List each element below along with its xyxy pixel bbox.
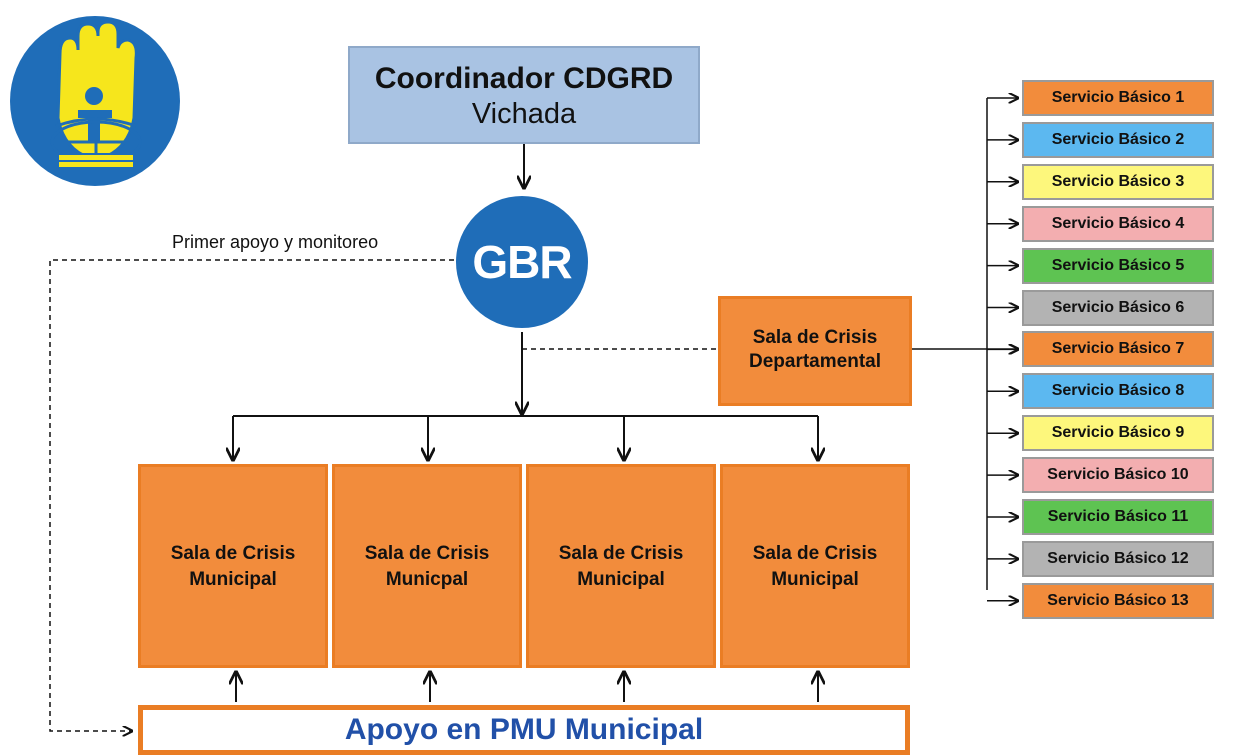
basic-service-box: Servicio Básico 11: [1022, 499, 1214, 535]
basic-service-box: Servicio Básico 9: [1022, 415, 1214, 452]
basic-service-box: Servicio Básico 3: [1022, 163, 1214, 200]
municipal-line1: Sala de Crisis: [170, 543, 296, 564]
basic-service-box: Servicio Básico 6: [1022, 289, 1214, 326]
monitoring-label: Primer apoyo y monitoreo: [172, 232, 379, 252]
municipal-line2: Municipal: [189, 569, 277, 590]
gbr-circle: GBR: [456, 196, 588, 328]
basic-service-box: Servicio Básico 4: [1022, 205, 1214, 242]
departmental-line2: Departamental: [749, 351, 881, 372]
dashed-monitoring-line: [49, 259, 454, 731]
municipal-line1: Sala de Crisis: [364, 543, 490, 564]
basic-service-box: Servicio Básico 13: [1022, 582, 1214, 619]
basic-service-box: Servicio Básico 12: [1022, 540, 1214, 577]
departmental-crisis-room: Sala de Crisis Departamental: [718, 296, 912, 406]
municipal-crisis-room: Sala de Crisis Municipal: [138, 464, 328, 668]
service-arrows: [987, 98, 1018, 601]
basic-service-box: Servicio Básico 7: [1022, 331, 1214, 368]
municipal-line2: Municpal: [385, 569, 469, 590]
municipal-crisis-room: Sala de Crisis Municipal: [526, 464, 716, 668]
basic-service-box: Servicio Básico 5: [1022, 247, 1214, 284]
coordinator-box: Coordinador CDGRD Vichada: [348, 46, 700, 144]
logo-icon: [10, 16, 180, 186]
basic-service-box: Servicio Básico 10: [1022, 457, 1214, 494]
coordinator-title: Coordinador CDGRD: [374, 62, 674, 95]
pmu-support-box: Apoyo en PMU Municipal: [138, 705, 910, 755]
basic-service-box: Servicio Básico 8: [1022, 373, 1214, 410]
municipal-line1: Sala de Crisis: [752, 543, 878, 564]
municipal-line1: Sala de Crisis: [558, 543, 684, 564]
municipal-line2: Municipal: [577, 569, 665, 590]
basic-service-box: Servicio Básico 2: [1022, 121, 1214, 158]
municipal-crisis-room: Sala de Crisis Municipal: [720, 464, 910, 668]
departmental-line1: Sala de Crisis: [752, 327, 878, 348]
municipal-line2: Municipal: [771, 569, 859, 590]
municipal-crisis-room: Sala de Crisis Municpal: [332, 464, 522, 668]
basic-service-box: Servicio Básico 1: [1022, 80, 1214, 116]
coordinator-subtitle: Vichada: [471, 98, 577, 130]
